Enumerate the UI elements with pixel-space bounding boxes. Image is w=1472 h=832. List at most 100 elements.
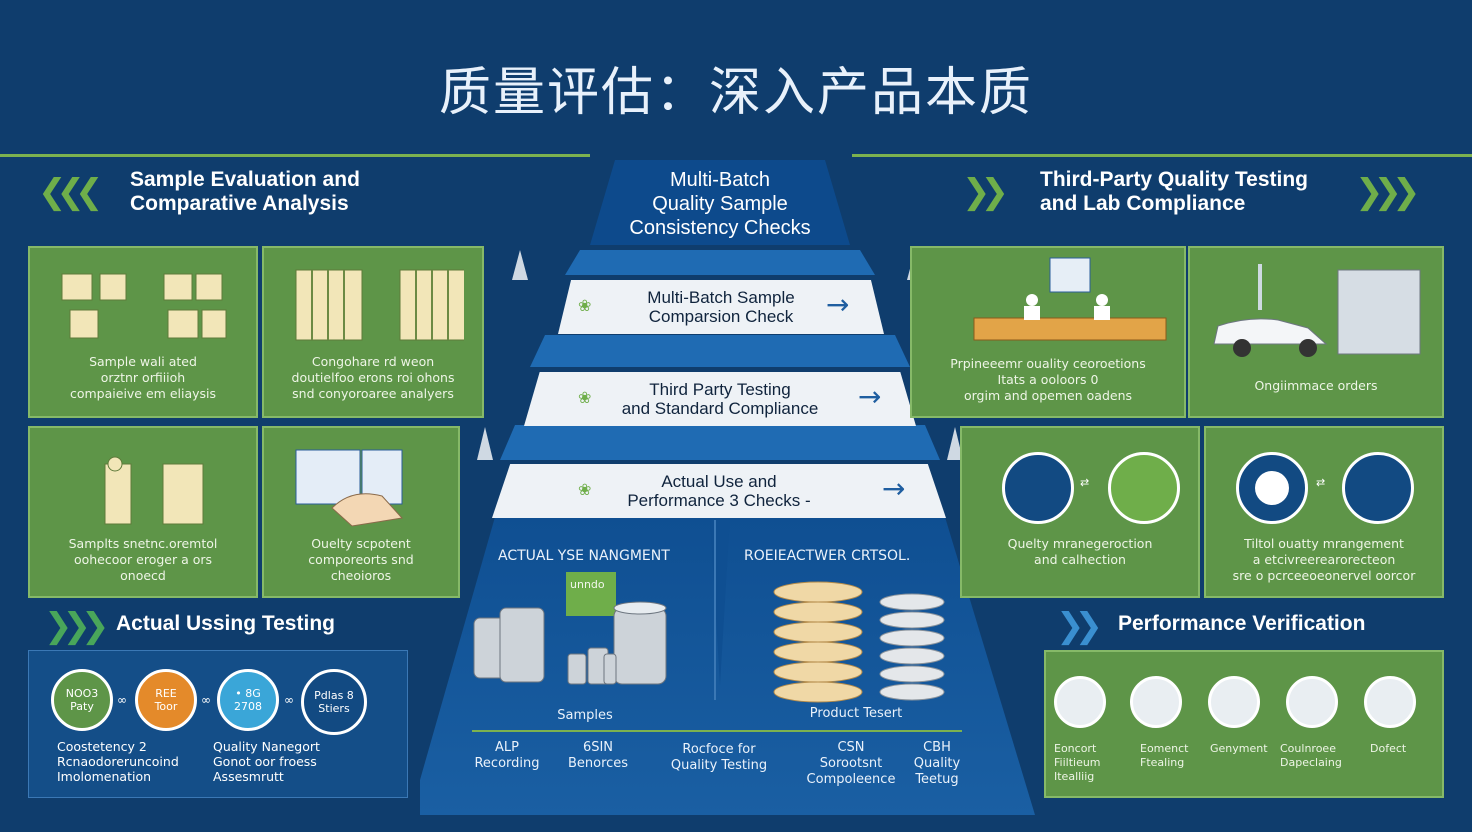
timeline-item-1: ALP Recording (472, 740, 542, 772)
left-panel-1-line1: Sample wali ated (89, 354, 197, 369)
band-2-line2: and Standard Compliance (621, 399, 819, 418)
arrow-right-icon-1: → (826, 288, 850, 321)
actual-testing-header: Actual Ussing Testing (116, 612, 335, 635)
leaf-icon-3: ❀ (578, 480, 592, 499)
chevron-left-icon: ❮❮❮ (38, 172, 104, 212)
timeline-3-line2: Quality Testing (670, 758, 768, 773)
link-icon-2: ∞ (201, 693, 211, 707)
molecule-icon (1002, 452, 1074, 524)
center-top-line2: Quality Sample (652, 193, 788, 215)
left-panel-3-line3: onoecd (120, 568, 166, 583)
caption-left-line3: Imolomenation (57, 769, 152, 784)
vessel-label: unndo (570, 578, 605, 591)
performance-item-2: Eomenct Ftealing (1140, 742, 1210, 770)
band-3: Actual Use and Performance 3 Checks - (492, 464, 946, 518)
timeline-1-line1: ALP (495, 740, 519, 755)
samples-label: Samples (557, 708, 613, 723)
right-panel-1-line1: Prpineeemr ouality ceoroetions (950, 356, 1146, 371)
hammer-icon (1364, 676, 1416, 728)
right-panel-3-text: Quelty mranegeroction and calhection (962, 536, 1198, 568)
page-title: 质量评估：深入产品本质 (438, 63, 1033, 123)
center-top-line3: Consistency Checks (629, 217, 811, 239)
discs-stack-icon (773, 581, 945, 703)
left-panel-2: Congohare rd weon doutielfoo erons roi o… (262, 246, 484, 418)
left-panel-4-text: Ouelty scpotent comporeorts snd cheoioro… (264, 536, 458, 584)
leaf-icon-2: ❀ (578, 388, 592, 407)
right-panel-2: Ongiimmace orders (1188, 246, 1444, 418)
performance-header: Performance Verification (1118, 612, 1366, 635)
right-section-header: Third-Party Quality Testing and Lab Comp… (1040, 168, 1308, 216)
timeline-item-4: CSN Sorootsnt Compoleence (806, 740, 896, 788)
caption-right-line2: Gonot oor froess (213, 754, 317, 769)
right-panel-1-line2: Itats a ooloors 0 (997, 372, 1099, 387)
right-header-line1: Third-Party Quality Testing (1040, 168, 1308, 191)
chevron-right-icon-2: ❯❯❯ (1355, 172, 1421, 212)
circle-3-line1: • 8G (235, 687, 261, 700)
timeline-5-line1: CBH (923, 740, 951, 755)
analyzer-icon (1286, 676, 1338, 728)
right-panel-4: ⇄ Tiltol ouatty mrangement a etcivreerea… (1204, 426, 1444, 598)
sync-icon-2: ⇄ (1316, 476, 1326, 489)
band-3-line2: Performance 3 Checks - (627, 491, 811, 510)
chevron-performance-icon: ❯❯ (1056, 606, 1103, 646)
band-1-line2: Comparsion Check (648, 307, 794, 326)
right-panel-4-line2: a etcivreerearorecteon (1252, 552, 1396, 567)
left-panel-3-text: Samplts snetnc.oremtol oohecoor eroger a… (30, 536, 256, 584)
left-panel-2-line3: snd conyoroaree analyers (292, 386, 454, 401)
right-panel-2-text: Ongiimmace orders (1190, 378, 1442, 394)
circle-1-line2: Paty (70, 700, 94, 713)
timeline-4-line1: CSN (837, 740, 865, 755)
performance-panel: Eoncort Fiiltieum Itealliig Eomenct Ftea… (1044, 650, 1444, 798)
perf-3-line1: Genyment (1210, 742, 1268, 755)
band-3-line1: Actual Use and (661, 472, 777, 491)
circle-2-line1: REE (155, 687, 177, 700)
container-icon (1130, 676, 1182, 728)
left-panel-4-line3: cheoioros (330, 568, 392, 583)
stopwatch-icon (1236, 452, 1308, 524)
hand-screen-icon (295, 449, 403, 527)
report-sheets-icon (104, 456, 204, 525)
right-panel-4-line3: sre o pcrceeoeonervel oorcor (1232, 568, 1416, 583)
timeline-1-line2: Recording (474, 756, 540, 771)
arrow-right-icon-3: → (882, 472, 906, 505)
left-header-line1: Sample Evaluation and (130, 168, 360, 191)
left-panel-1-line3: compaieive em eliaysis (69, 386, 217, 401)
right-panel-4-text: Tiltol ouatty mrangement a etcivreerearo… (1206, 536, 1442, 584)
timeline-5-line3: Teetug (915, 772, 959, 787)
arrow-right-icon-2: → (858, 380, 882, 413)
left-panel-1-text: Sample wali ated orztnr orfiiioh compaie… (30, 354, 256, 402)
test-tube-icon (1208, 676, 1260, 728)
tool-icon (1342, 452, 1414, 524)
timeline-5-line2: Quality (913, 756, 961, 771)
perf-5-line1: Dofect (1370, 742, 1407, 755)
caption-right-line3: Assesmrutt (213, 769, 284, 784)
timeline-2-line2: Benorces (567, 756, 629, 771)
circle-2-line2: Toor (154, 700, 178, 713)
timeline-4-line2: Sorootsnt (819, 756, 883, 771)
header-divider-left (0, 154, 590, 157)
band-2: Third Party Testing and Standard Complia… (524, 372, 916, 426)
header-divider-right (852, 154, 1472, 157)
timeline-line (472, 730, 962, 732)
band-1: Multi-Batch Sample Comparsion Check (558, 280, 884, 334)
product-test-label: Product Tesert (809, 706, 903, 721)
left-header-line2: Comparative Analysis (130, 192, 349, 215)
sheet-stack-icon (295, 269, 464, 341)
right-panel-3-line2: and calhection (1034, 552, 1126, 567)
performance-item-3: Genyment (1210, 742, 1280, 756)
timeline-2-line1: 6SIN (582, 740, 614, 755)
performance-item-1: Eoncort Fiiltieum Itealliig (1054, 742, 1124, 784)
leaf-icon-1: ❀ (578, 296, 592, 315)
band-1-line1: Multi-Batch Sample (647, 288, 795, 307)
performance-item-4: Coulnroee Dapeclaing (1280, 742, 1360, 770)
timeline-item-3: Rocfoce for Quality Testing (664, 742, 774, 774)
lab-workers-icon (973, 257, 1167, 341)
timeline-item-5: CBH Quality Teetug (900, 740, 974, 788)
center-top-line1: Multi-Batch (669, 169, 771, 191)
left-panel-3: Samplts snetnc.oremtol oohecoor eroger a… (28, 426, 258, 598)
right-panel-3: ⇄ Quelty mranegeroction and calhection (960, 426, 1200, 598)
right-header-line2: and Lab Compliance (1040, 192, 1246, 215)
caption-left-line2: Rcnaodoreruncoind (57, 754, 179, 769)
lab-device-icon (1108, 452, 1180, 524)
